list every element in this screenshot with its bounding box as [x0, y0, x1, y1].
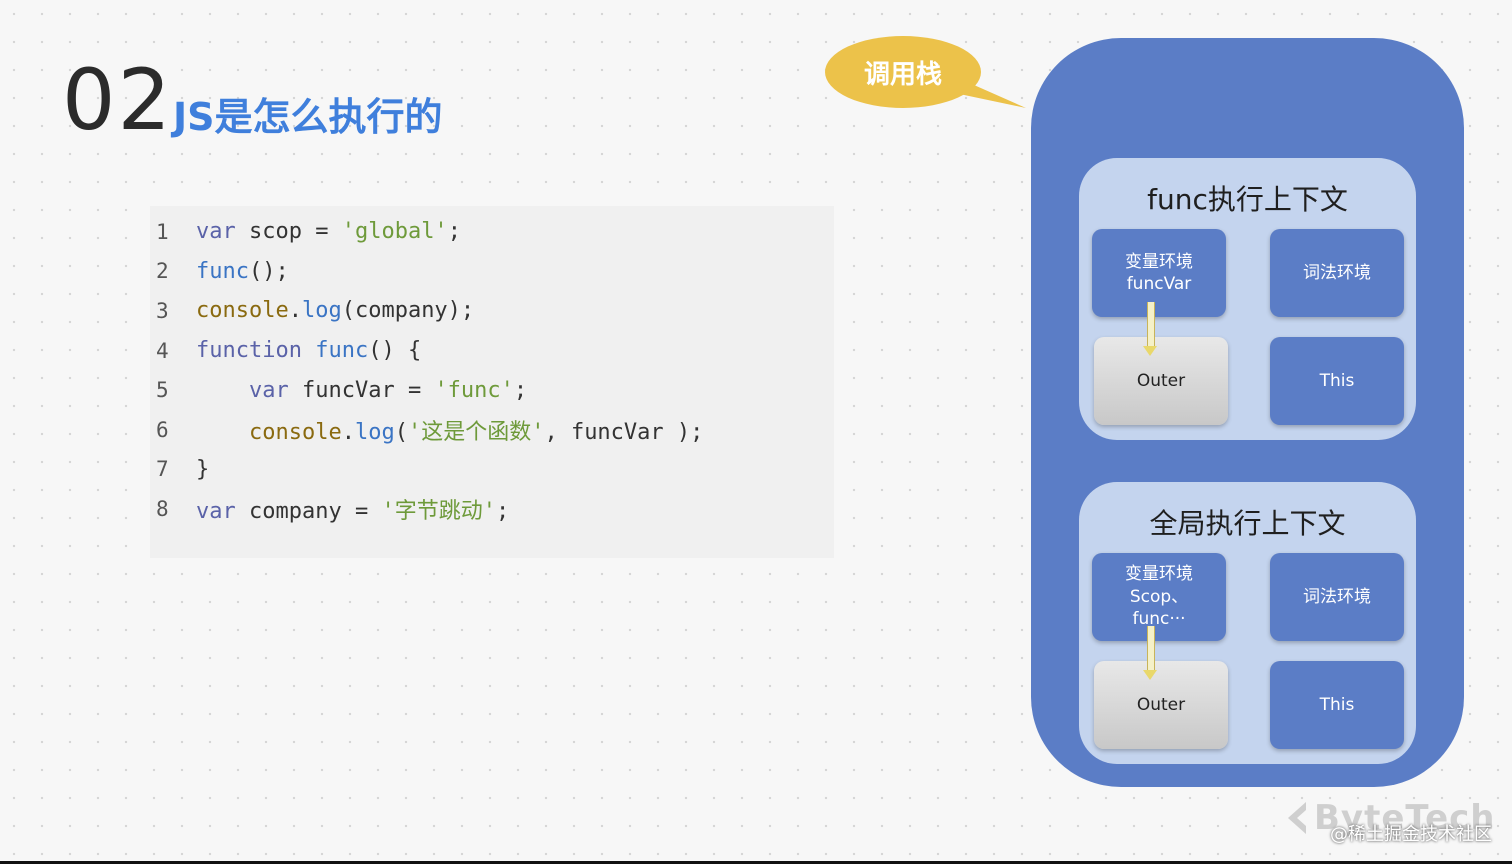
code-line: 5 var funcVar = 'func';	[150, 370, 834, 410]
lexical-environment-box: 词法环境	[1270, 229, 1404, 317]
variable-env-item: func···	[1132, 609, 1186, 630]
code-line: 2 func();	[150, 252, 834, 292]
code-token: var	[196, 498, 236, 524]
code-token: (	[394, 419, 408, 445]
code-line: 6 console.log('这是个函数', funcVar );	[150, 410, 834, 450]
line-number: 7	[156, 457, 169, 482]
code-text: }	[196, 457, 209, 482]
line-number: 1	[156, 219, 169, 244]
variable-environment-box: 变量环境 funcVar	[1092, 229, 1226, 317]
code-token: () {	[368, 338, 422, 364]
code-token: }	[196, 456, 210, 482]
code-line: 4 function func() {	[150, 331, 834, 371]
code-token: var	[196, 219, 236, 245]
code-token	[196, 420, 249, 445]
call-stack-label: 调用栈	[825, 36, 981, 108]
line-number: 8	[156, 496, 169, 521]
slide-number: 02	[62, 51, 173, 149]
lexical-environment-box: 词法环境	[1270, 553, 1404, 641]
code-text: func();	[196, 259, 289, 284]
code-token: .	[288, 298, 302, 324]
line-number: 5	[156, 378, 169, 403]
code-token: log	[354, 419, 395, 445]
outer-box: Outer	[1094, 661, 1228, 749]
code-token: scop =	[235, 219, 342, 245]
code-text: var funcVar = 'func';	[196, 378, 527, 403]
outer-label: Outer	[1136, 370, 1186, 391]
code-line: 3 console.log(company);	[150, 291, 834, 331]
variable-env-label: 变量环境	[1125, 251, 1193, 272]
variable-env-label: 变量环境	[1125, 564, 1193, 585]
arrow-head-icon	[1143, 670, 1157, 680]
slide-title: JS是怎么执行的	[173, 95, 443, 139]
code-token: var	[248, 377, 289, 403]
code-token: func	[315, 338, 369, 364]
this-label: This	[1319, 694, 1355, 715]
code-token: , funcVar );	[544, 419, 704, 445]
arrow-head-icon	[1143, 346, 1157, 356]
lexical-env-label: 词法环境	[1303, 262, 1371, 283]
bytetech-logo-icon	[1288, 802, 1306, 834]
code-token: .	[341, 419, 355, 445]
code-token: company =	[235, 498, 382, 524]
line-number: 4	[156, 338, 169, 363]
code-text: var company = '字节跳动';	[196, 493, 509, 525]
credit-text: @稀土掘金技术社区	[1330, 824, 1492, 845]
code-token: ;	[447, 219, 461, 245]
arrow-shaft	[1147, 626, 1155, 672]
this-box: This	[1270, 661, 1404, 749]
code-text: console.log('这是个函数', funcVar );	[196, 414, 703, 446]
line-number: 2	[156, 259, 169, 284]
code-line: 7}	[150, 450, 834, 490]
code-line: 1 var scop = 'global';	[150, 212, 834, 252]
line-number: 6	[156, 417, 169, 442]
bytetech-watermark: ByteTech	[1314, 798, 1496, 838]
code-token: function	[196, 338, 302, 364]
code-token: 'global'	[341, 219, 448, 245]
code-text: function func() {	[196, 338, 421, 363]
code-token: 'func'	[434, 377, 514, 403]
outer-box: Outer	[1094, 337, 1228, 425]
lexical-env-label: 词法环境	[1303, 586, 1371, 607]
line-number: 3	[156, 298, 169, 323]
code-token: console	[248, 419, 342, 445]
code-token: console	[196, 298, 289, 324]
arrow-shaft	[1147, 302, 1155, 348]
code-token: (company);	[341, 298, 475, 324]
variable-environment-box: 变量环境 Scop、 func···	[1092, 553, 1226, 641]
outer-label: Outer	[1136, 694, 1186, 715]
bottom-bar	[0, 861, 1512, 864]
code-token	[196, 378, 249, 403]
code-token: '这是个函数'	[407, 419, 545, 445]
code-line: 8 var company = '字节跳动';	[150, 489, 834, 529]
code-token: '字节跳动'	[381, 498, 496, 524]
context-title: func执行上下文	[1147, 183, 1348, 216]
this-label: This	[1319, 370, 1355, 391]
code-token: funcVar =	[288, 377, 435, 403]
variable-env-item: funcVar	[1126, 274, 1192, 294]
this-box: This	[1270, 337, 1404, 425]
code-token: ;	[495, 498, 510, 524]
code-token: log	[301, 298, 342, 324]
code-token: ();	[248, 258, 289, 284]
code-text: console.log(company);	[196, 298, 474, 323]
variable-env-item: Scop、	[1129, 586, 1189, 607]
code-token: ;	[513, 377, 528, 403]
context-title: 全局执行上下文	[1149, 507, 1346, 540]
code-token	[302, 338, 315, 363]
code-token: func	[196, 258, 249, 284]
code-text: var scop = 'global';	[196, 219, 461, 244]
